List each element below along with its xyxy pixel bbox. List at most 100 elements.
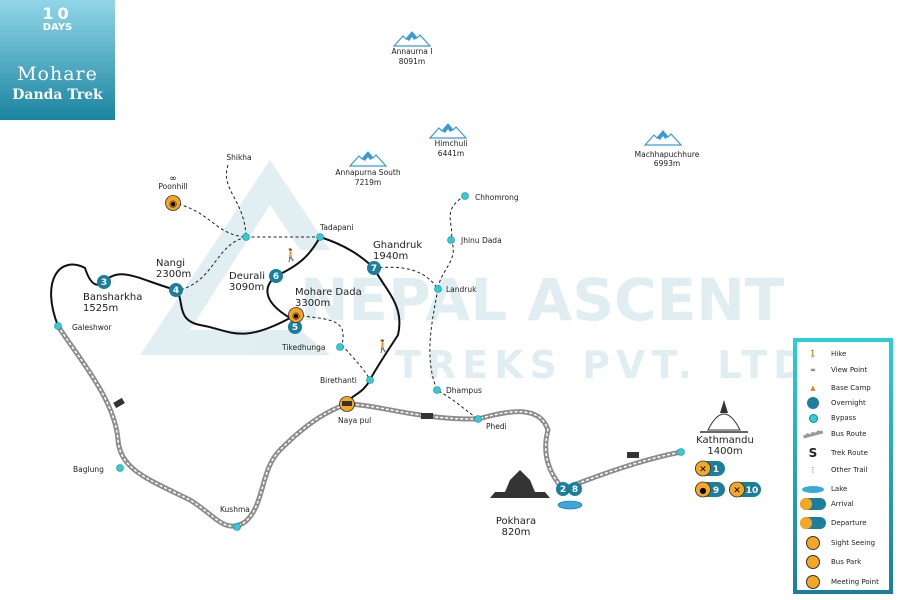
legend-meeting-point: Meeting Point xyxy=(797,574,889,590)
legend-view-point: ∞View Point xyxy=(797,362,889,378)
kathmandu-stupa-icon xyxy=(700,400,748,433)
svg-text:8: 8 xyxy=(572,485,578,495)
svg-text:10: 10 xyxy=(746,486,759,496)
overnight-icon xyxy=(807,397,819,409)
svg-text:Jhinu Dada: Jhinu Dada xyxy=(460,236,502,245)
svg-text:Mohare Dada: Mohare Dada xyxy=(295,287,362,298)
svg-text:Birethanti: Birethanti xyxy=(320,376,357,385)
svg-text:1400m: 1400m xyxy=(707,446,742,457)
arrival-badge-day-1: ✕1 xyxy=(695,460,725,477)
sightseeing-poonhill: ◉ xyxy=(165,195,181,211)
svg-text:Annapurna South: Annapurna South xyxy=(335,168,400,177)
svg-text:Kathmandu: Kathmandu xyxy=(696,435,754,446)
svg-text:Tikedhunga: Tikedhunga xyxy=(281,343,326,352)
svg-text:7: 7 xyxy=(371,264,377,274)
legend-base-camp: ▲Base Camp xyxy=(797,380,889,396)
svg-text:1940m: 1940m xyxy=(373,251,408,262)
svg-text:✕: ✕ xyxy=(699,465,707,475)
sightseeing-icon xyxy=(806,536,820,550)
svg-text:820m: 820m xyxy=(502,527,531,538)
legend-bypass: Bypass xyxy=(797,410,889,426)
bus-icon xyxy=(113,397,125,409)
view-point-icon: ∞ xyxy=(169,174,177,184)
svg-text:4: 4 xyxy=(173,286,179,296)
svg-text:Landruk: Landruk xyxy=(446,285,477,294)
legend-arrival: Arrival xyxy=(797,496,889,512)
legend-bus-route: Bus Route xyxy=(797,426,889,442)
bus-route-icon xyxy=(802,429,824,439)
mountain-icon xyxy=(644,130,682,146)
svg-text:8091m: 8091m xyxy=(399,57,425,66)
other-trails xyxy=(172,164,479,420)
svg-text:6993m: 6993m xyxy=(654,159,680,168)
bus-park-icon xyxy=(806,555,820,569)
svg-text:Pokhara: Pokhara xyxy=(496,516,536,527)
svg-text:Dhampus: Dhampus xyxy=(446,386,482,395)
svg-text:Phedi: Phedi xyxy=(486,422,507,431)
days-number: 10 xyxy=(42,4,73,23)
svg-text:Chhomrong: Chhomrong xyxy=(475,193,519,202)
svg-text:2300m: 2300m xyxy=(156,269,191,280)
bus-icon xyxy=(627,452,639,458)
bypass-points xyxy=(54,192,685,531)
svg-text:1: 1 xyxy=(713,465,719,475)
binoculars-icon: ∞ xyxy=(810,366,816,374)
sightseeing-mohare: ◉ xyxy=(288,307,304,323)
hike-icon: 🚶 xyxy=(376,339,391,353)
svg-text:6441m: 6441m xyxy=(438,149,464,158)
legend-hike: 🚶Hike xyxy=(797,346,889,362)
tent-icon: ▲ xyxy=(810,384,816,392)
hike-icon: 🚶 xyxy=(284,248,299,262)
departure-badge-day-10: ✕ 10 xyxy=(729,481,761,498)
overnight-markers: 3 4 6 5 7 2 8 xyxy=(97,261,582,496)
svg-text:Baglung: Baglung xyxy=(73,465,104,474)
svg-text:Shikha: Shikha xyxy=(226,153,251,162)
watermark: NEPAL ASCENT TREKS PVT. LTD. xyxy=(140,160,831,387)
meeting-badge-day-9: ●9 xyxy=(695,481,725,498)
svg-text:Annaurna I: Annaurna I xyxy=(392,47,433,56)
svg-text:Poonhill: Poonhill xyxy=(158,182,187,191)
hike-icon: 🚶 xyxy=(808,350,818,358)
other-trail-icon: ⋮ xyxy=(809,466,817,474)
svg-text:5: 5 xyxy=(292,323,298,333)
svg-text:7219m: 7219m xyxy=(355,178,381,187)
svg-text:◉: ◉ xyxy=(292,312,300,322)
lake-icon xyxy=(802,485,824,493)
legend-lake: Lake xyxy=(797,481,889,497)
lake-icon xyxy=(557,500,583,510)
legend-sight-seeing: Sight Seeing xyxy=(797,535,889,551)
svg-text:Naya pul: Naya pul xyxy=(338,416,371,425)
legend-bus-park: Bus Park xyxy=(797,554,889,570)
arrival-icon xyxy=(800,498,826,510)
svg-text:Galeshwor: Galeshwor xyxy=(72,323,112,332)
svg-text:2: 2 xyxy=(560,485,566,495)
svg-text:3300m: 3300m xyxy=(295,298,330,309)
bus-park-nayapul xyxy=(339,396,355,412)
departure-icon xyxy=(800,517,826,529)
map-legend: 🚶Hike ∞View Point ▲Base Camp Overnight B… xyxy=(793,338,893,594)
svg-text:3090m: 3090m xyxy=(229,282,264,293)
svg-text:Nangi: Nangi xyxy=(156,258,185,269)
svg-text:TREKS PVT. LTD.: TREKS PVT. LTD. xyxy=(395,343,831,387)
svg-text:9: 9 xyxy=(713,486,719,496)
svg-text:1525m: 1525m xyxy=(83,303,118,314)
trek-route-icon: S xyxy=(808,446,818,460)
pokhara-temple-icon xyxy=(490,470,550,498)
svg-text:NEPAL ASCENT: NEPAL ASCENT xyxy=(300,266,785,334)
svg-text:✕: ✕ xyxy=(733,486,741,496)
svg-text:6: 6 xyxy=(273,272,279,282)
svg-text:3: 3 xyxy=(101,278,107,288)
trek-title-line1: Mohare xyxy=(17,63,98,85)
mountain-icon xyxy=(429,123,467,139)
svg-text:Tadapani: Tadapani xyxy=(319,223,354,232)
svg-text:Himchuli: Himchuli xyxy=(435,139,468,148)
svg-text:●: ● xyxy=(700,486,707,495)
mountain-icon xyxy=(393,31,431,47)
meeting-point-icon xyxy=(806,575,820,589)
